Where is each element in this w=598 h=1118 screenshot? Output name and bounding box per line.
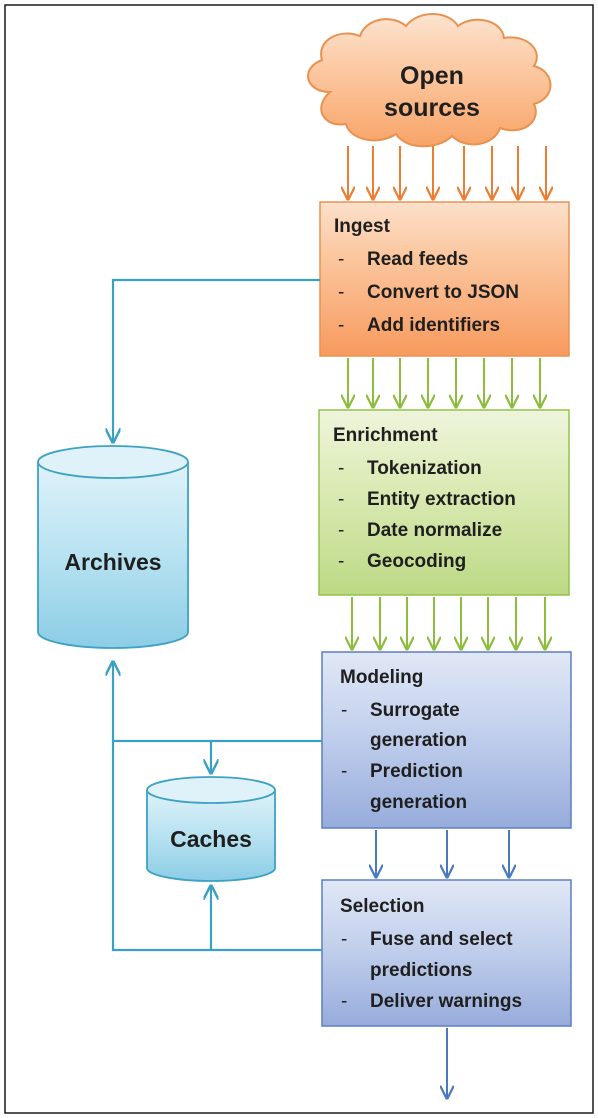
enrichment-item: Date normalize — [367, 520, 502, 541]
enrichment-to-modeling-arrows — [352, 597, 545, 649]
ingest-item: Read feeds — [367, 249, 468, 270]
modeling-item-line: Prediction — [370, 761, 463, 782]
modeling-item-line: Surrogate — [370, 700, 460, 721]
ingest-to-archives-arrow — [113, 278, 320, 442]
bullet-dash: - — [341, 761, 347, 782]
selection-to-archives-line — [111, 741, 322, 952]
ingest-box: Ingest - Read feeds - Convert to JSON - … — [319, 201, 570, 357]
open-sources-label-line1: Open — [400, 62, 464, 90]
ingest-title: Ingest — [334, 216, 391, 237]
ingest-to-enrichment-arrows — [348, 358, 540, 407]
enrichment-item: Tokenization — [367, 458, 482, 479]
open-sources-cloud: Open sources — [307, 13, 552, 148]
modeling-item-line: generation — [370, 730, 467, 751]
bullet-dash: - — [338, 520, 344, 541]
bullet-dash: - — [341, 929, 347, 950]
bullet-dash: - — [338, 315, 344, 336]
enrichment-item: Entity extraction — [367, 489, 516, 510]
ingest-item: Add identifiers — [367, 315, 500, 336]
enrichment-title: Enrichment — [333, 425, 438, 446]
selection-item-line: Deliver warnings — [370, 991, 522, 1012]
selection-item-line: predictions — [370, 960, 472, 981]
caches-store: Caches — [146, 776, 276, 882]
open-sources-label-line2: sources — [384, 94, 480, 122]
enrichment-box: Enrichment - Tokenization - Entity extra… — [318, 409, 570, 596]
modeling-box: Modeling - Surrogate generation - Predic… — [321, 651, 572, 829]
archives-store: Archives — [37, 445, 189, 649]
modeling-item-line: generation — [370, 792, 467, 813]
caches-label: Caches — [170, 826, 252, 852]
source-to-ingest-arrows — [348, 146, 546, 199]
bullet-dash: - — [341, 991, 347, 1012]
bullet-dash: - — [338, 489, 344, 510]
bullet-dash: - — [338, 249, 344, 270]
modeling-to-selection-arrows — [376, 830, 509, 877]
selection-item-line: Fuse and select — [370, 929, 513, 950]
enrichment-item: Geocoding — [367, 551, 466, 572]
ingest-item: Convert to JSON — [367, 282, 519, 303]
bullet-dash: - — [338, 282, 344, 303]
archives-label: Archives — [64, 549, 161, 575]
bullet-dash: - — [341, 700, 347, 721]
selection-box: Selection - Fuse and select predictions … — [321, 879, 572, 1027]
bullet-dash: - — [338, 551, 344, 572]
bullet-dash: - — [338, 458, 344, 479]
selection-title: Selection — [340, 896, 424, 917]
modeling-title: Modeling — [340, 667, 423, 688]
storage-connectors — [111, 278, 322, 952]
